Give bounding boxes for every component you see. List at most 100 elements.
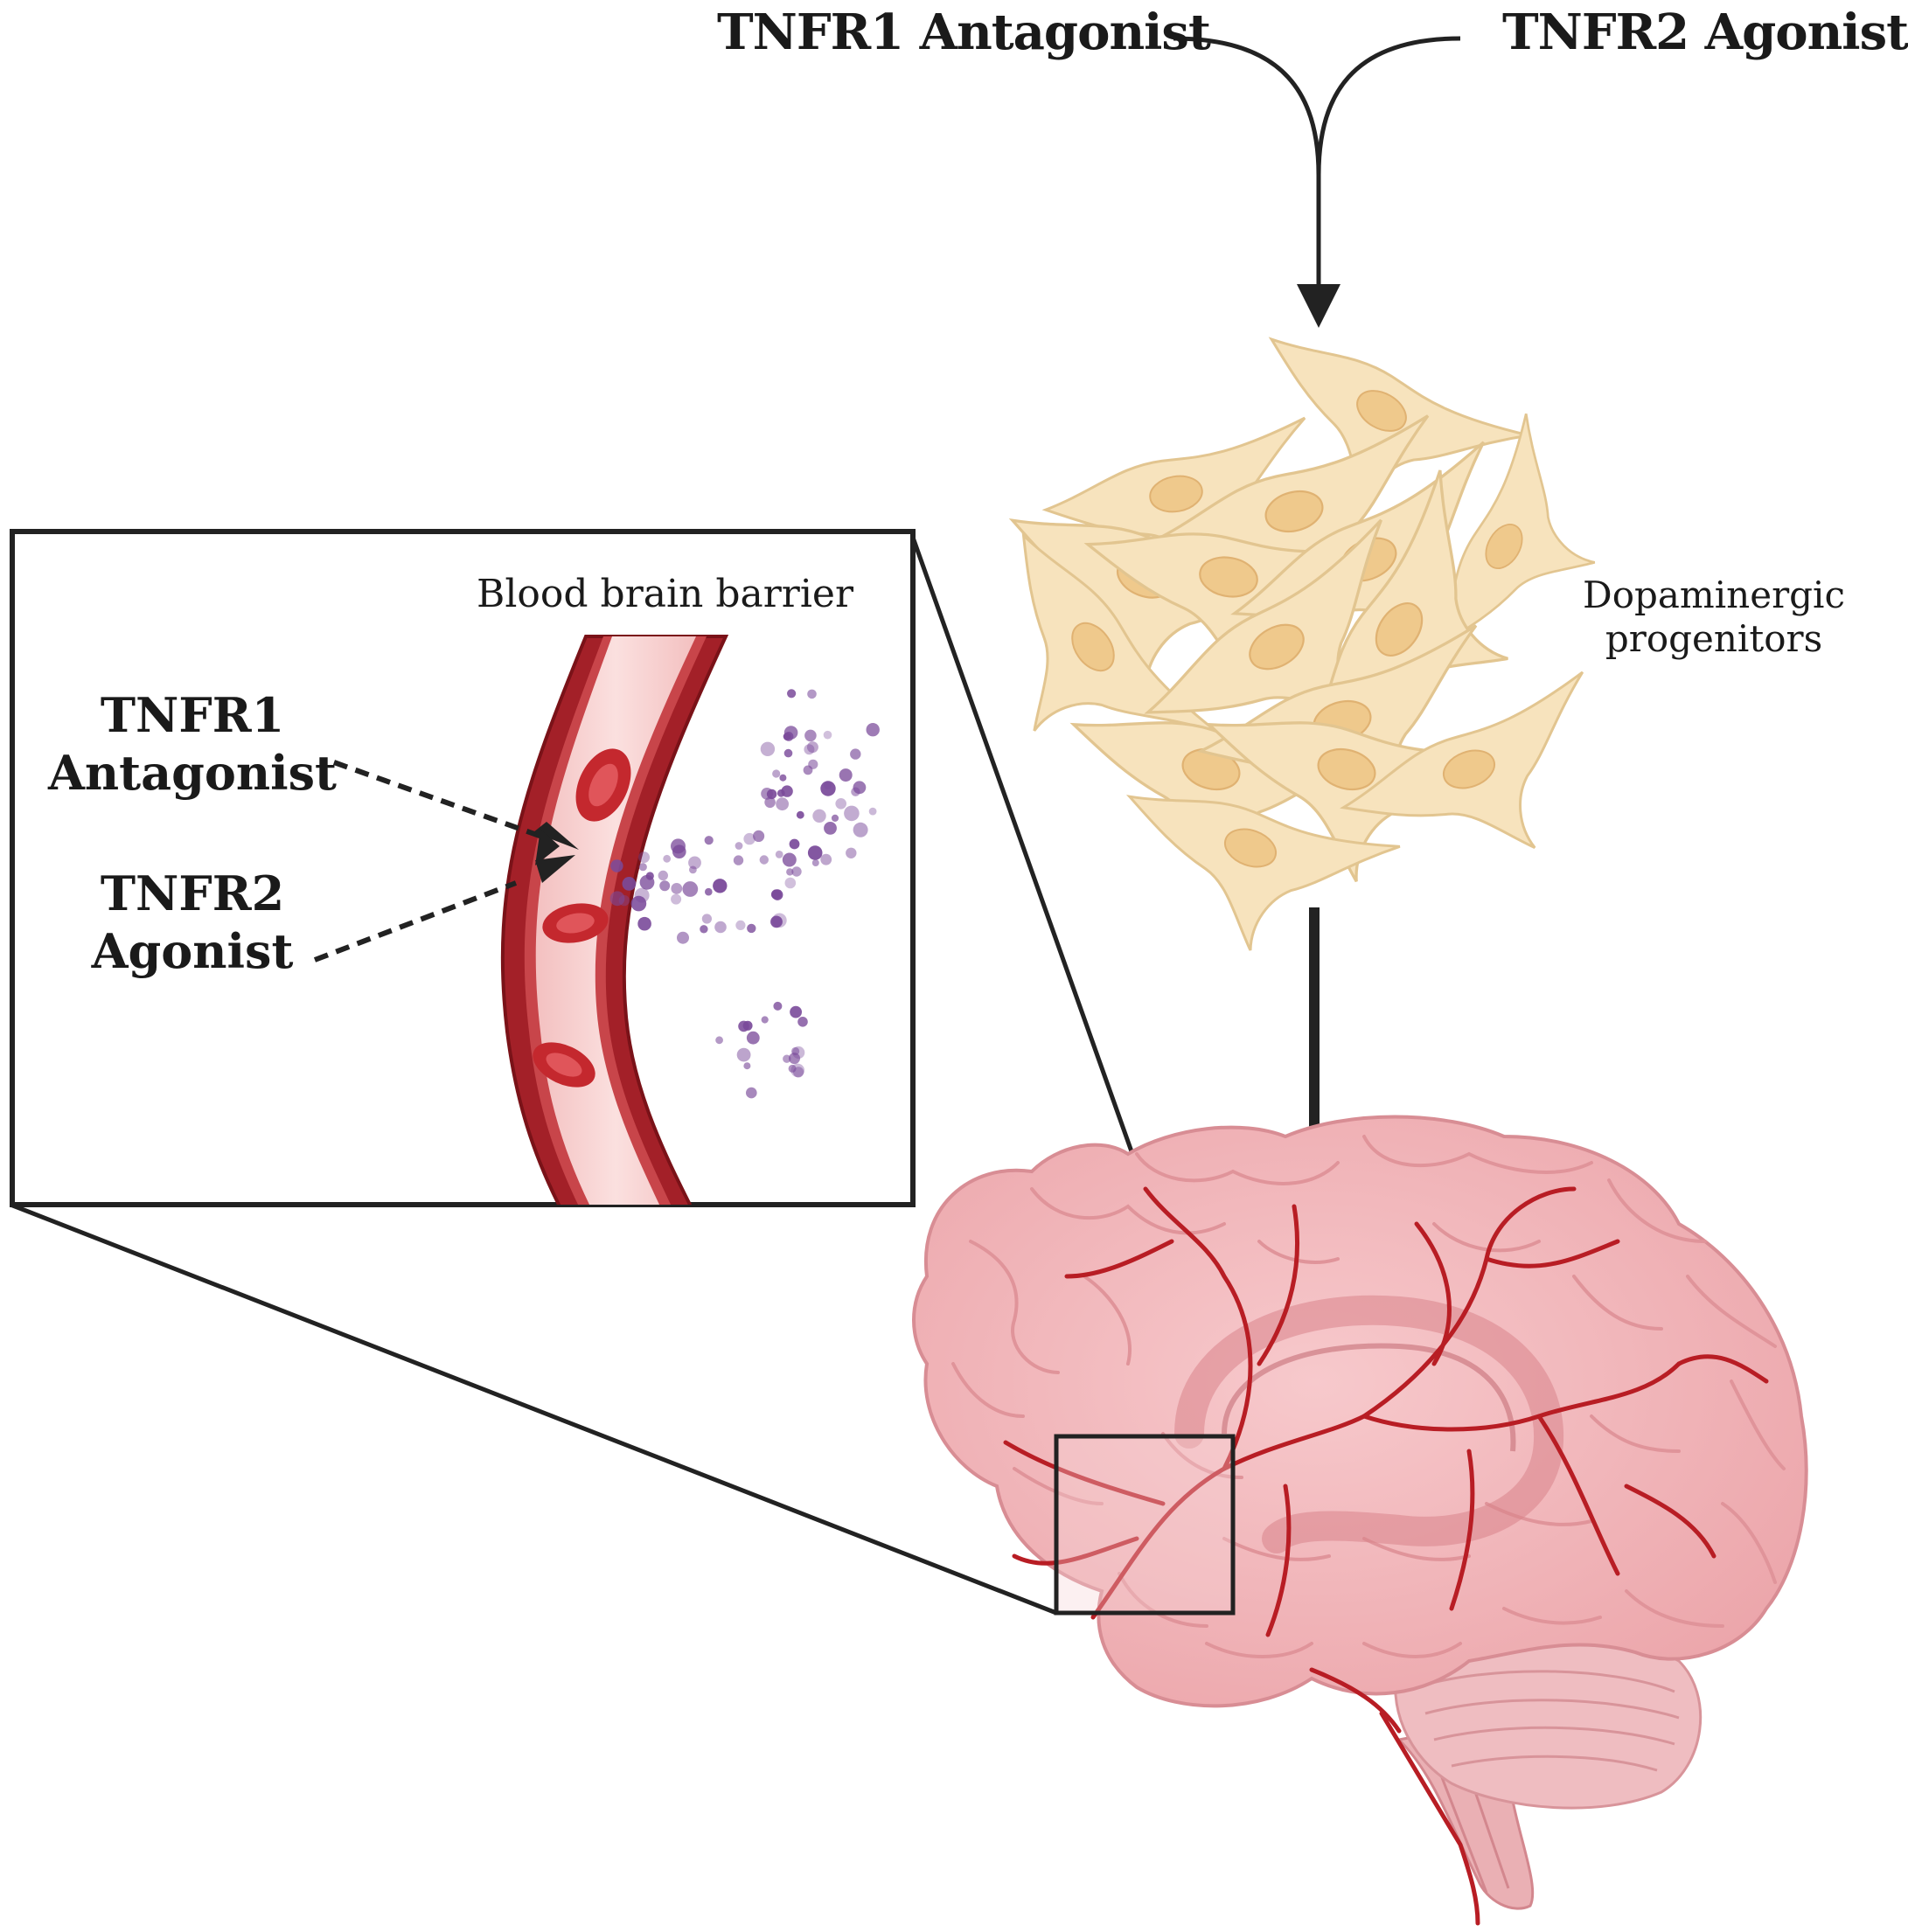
particle bbox=[658, 870, 668, 881]
particle bbox=[789, 838, 800, 850]
particle bbox=[746, 1031, 760, 1045]
particle bbox=[610, 859, 623, 872]
progenitor-cell bbox=[1340, 671, 1584, 850]
particle bbox=[793, 1067, 804, 1078]
inset-tnfr2-agonist-label: TNFR2 Agonist bbox=[91, 865, 294, 979]
particle bbox=[790, 1063, 804, 1078]
particle bbox=[850, 748, 861, 760]
converging-arrows bbox=[1173, 36, 1461, 328]
particle bbox=[753, 830, 765, 843]
particle bbox=[820, 781, 836, 796]
particle bbox=[783, 733, 791, 740]
diffusing-particles bbox=[609, 689, 880, 1099]
particle bbox=[791, 866, 802, 877]
particle bbox=[677, 931, 689, 944]
particle bbox=[638, 851, 650, 864]
diagram-artwork bbox=[10, 36, 1808, 1926]
particle bbox=[784, 877, 797, 889]
particle bbox=[804, 729, 817, 742]
particle bbox=[812, 809, 826, 823]
particle bbox=[776, 797, 789, 811]
particle bbox=[622, 877, 637, 891]
red-blood-cells bbox=[533, 748, 631, 1088]
progenitor-cell bbox=[1437, 413, 1596, 649]
particle bbox=[747, 923, 756, 934]
particle bbox=[823, 730, 832, 740]
particle bbox=[630, 895, 647, 912]
particle bbox=[761, 1016, 769, 1024]
brain-illustration bbox=[912, 1115, 1808, 1926]
particle bbox=[797, 1017, 808, 1027]
particle bbox=[743, 1062, 751, 1070]
particle bbox=[618, 894, 630, 907]
particle bbox=[714, 921, 727, 934]
particle bbox=[663, 854, 672, 863]
zoom-target-square bbox=[1054, 1434, 1236, 1616]
particle bbox=[770, 889, 782, 900]
particle bbox=[746, 1087, 757, 1099]
particle bbox=[671, 883, 683, 894]
particle bbox=[759, 855, 769, 865]
particle bbox=[738, 1020, 749, 1032]
particle bbox=[773, 1001, 783, 1011]
particle bbox=[787, 689, 797, 698]
particle bbox=[682, 881, 699, 897]
particle bbox=[700, 925, 708, 934]
particle bbox=[637, 916, 651, 931]
particle bbox=[766, 789, 777, 800]
particle bbox=[835, 798, 846, 810]
particle bbox=[806, 741, 818, 754]
particle bbox=[790, 1005, 802, 1018]
particle bbox=[846, 847, 857, 858]
particle bbox=[760, 741, 776, 756]
progenitor-cell bbox=[1268, 337, 1529, 512]
particle bbox=[715, 1036, 723, 1045]
particle bbox=[851, 787, 860, 796]
particle bbox=[788, 1064, 797, 1073]
particle bbox=[804, 744, 815, 755]
particle bbox=[853, 822, 868, 837]
particle bbox=[866, 723, 880, 737]
particle bbox=[735, 842, 743, 850]
particle bbox=[775, 851, 783, 858]
particle bbox=[733, 855, 744, 865]
particle bbox=[638, 863, 647, 872]
particle bbox=[671, 893, 682, 905]
particle bbox=[704, 836, 714, 845]
dopaminergic-progenitor-cells bbox=[1008, 337, 1596, 951]
blood-brain-barrier-label: Blood brain barrier bbox=[477, 572, 853, 616]
particle bbox=[786, 868, 794, 876]
particle bbox=[807, 689, 817, 699]
particle bbox=[659, 880, 671, 892]
particle bbox=[701, 914, 713, 924]
particle bbox=[868, 807, 877, 816]
particle bbox=[736, 1047, 751, 1062]
progenitor-cell bbox=[1144, 518, 1382, 721]
particle bbox=[743, 832, 756, 845]
particle bbox=[609, 891, 625, 907]
particle bbox=[820, 853, 832, 865]
particle bbox=[789, 1053, 800, 1065]
progenitor-cell bbox=[1021, 532, 1217, 733]
particle bbox=[824, 822, 837, 835]
particle bbox=[782, 852, 797, 867]
particle bbox=[672, 844, 686, 858]
top-tnfr2-agonist-label: TNFR2 Agonist bbox=[1502, 3, 1908, 61]
particle bbox=[803, 765, 813, 775]
particle bbox=[639, 874, 655, 890]
inset-dashed-arrows bbox=[313, 760, 579, 963]
particle bbox=[688, 856, 701, 870]
particle bbox=[735, 920, 746, 930]
particle bbox=[807, 845, 823, 860]
particle bbox=[844, 805, 860, 822]
particle bbox=[839, 768, 853, 782]
particle bbox=[831, 814, 839, 823]
particle bbox=[689, 865, 697, 874]
particle bbox=[783, 1054, 791, 1063]
particle bbox=[779, 774, 787, 782]
particle bbox=[705, 887, 713, 896]
particle bbox=[713, 879, 728, 893]
particle bbox=[772, 769, 781, 778]
particle bbox=[796, 810, 804, 819]
progenitor-cell bbox=[1125, 795, 1401, 951]
